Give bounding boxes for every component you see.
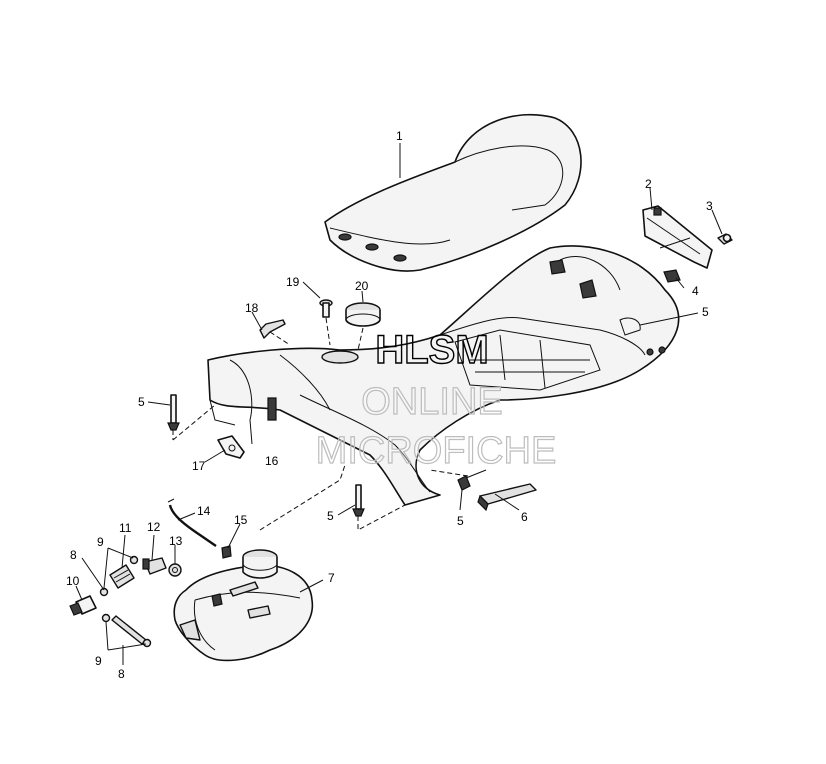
fastener-5-center [352, 484, 365, 517]
callout-11: 11 [119, 521, 132, 535]
callout-labels: 1 2 3 4 5 5 5 5 6 7 8 8 9 9 10 11 12 13 … [66, 129, 713, 681]
watermark-line-2: ONLINE [361, 381, 502, 423]
fastener-5-right [457, 469, 487, 491]
leader-lines [75, 143, 723, 665]
callout-7: 7 [328, 571, 335, 585]
grommet-13 [168, 563, 182, 577]
callout-16: 16 [265, 454, 279, 468]
callout-8-lower: 8 [118, 667, 125, 681]
fuel-tank [173, 549, 314, 662]
callout-13: 13 [169, 534, 183, 548]
screw [717, 233, 733, 245]
callout-8-upper: 8 [70, 548, 77, 562]
callout-5-right: 5 [457, 514, 464, 528]
hose-8-lower [111, 615, 147, 645]
watermark: HLSM ONLINE MICROFICHE [315, 327, 557, 472]
watermark-line-1: HLSM [375, 328, 488, 372]
bolt-19 [319, 299, 333, 318]
valve-10 [69, 595, 97, 616]
bracket-17 [217, 435, 245, 459]
fastener-5-left [167, 394, 180, 431]
seat [324, 113, 582, 272]
callout-5-center: 5 [327, 509, 334, 523]
callout-17: 17 [192, 459, 206, 473]
callout-5-left: 5 [138, 395, 145, 409]
callout-9-lower: 9 [95, 654, 102, 668]
vent-hose-14 [167, 498, 217, 547]
watermark-line-3: MICROFICHE [316, 430, 557, 472]
callout-14: 14 [197, 504, 211, 518]
callout-6: 6 [521, 510, 528, 524]
callout-3: 3 [706, 199, 713, 213]
clamp-9-upper [99, 555, 139, 597]
callout-10: 10 [66, 574, 80, 588]
fuel-filter-11 [109, 564, 135, 589]
clamp-9-lower [101, 613, 152, 648]
callout-12: 12 [147, 520, 161, 534]
callout-9-upper: 9 [97, 535, 104, 549]
pin-18 [259, 319, 286, 339]
seat-latch-bracket [642, 205, 713, 269]
callout-2: 2 [645, 177, 652, 191]
callout-20: 20 [355, 279, 369, 293]
callout-4: 4 [692, 284, 699, 298]
callout-1: 1 [396, 129, 403, 143]
fuel-cap [345, 302, 381, 327]
fitting-12 [142, 557, 167, 575]
callout-18: 18 [245, 301, 259, 315]
callout-19: 19 [286, 275, 300, 289]
clip [663, 269, 681, 283]
callout-5-top: 5 [702, 305, 709, 319]
clamp-15 [221, 545, 232, 559]
strap-6 [477, 483, 537, 512]
assembly-lines [172, 317, 469, 531]
seat-base-frame [207, 245, 680, 506]
callout-15: 15 [234, 513, 248, 527]
